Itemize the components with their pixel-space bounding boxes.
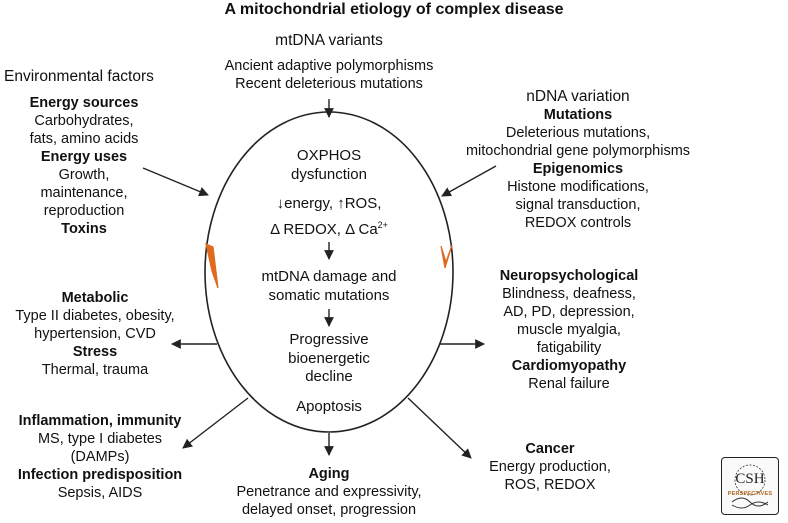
cancer-block: Cancer Energy production, ROS, REDOX	[475, 440, 625, 494]
apoptosis-label: Apoptosis	[296, 398, 362, 415]
cancer-label: Cancer	[525, 441, 575, 457]
infection-label: Infection predisposition	[17, 467, 183, 483]
decline-block: Progressive bioenergetic decline	[249, 331, 409, 387]
toxins-label: Toxins	[61, 221, 107, 237]
epigenomics-line: REDOX controls	[524, 215, 632, 231]
neuro-line: AD, PD, depression,	[503, 304, 635, 320]
mtdna-damage-line: somatic mutations	[268, 287, 390, 304]
environment-heading: Environmental factors	[4, 68, 154, 85]
redox-text: REDOX,	[279, 221, 346, 238]
inflammation-block: Inflammation, immunity MS, type I diabet…	[2, 412, 198, 502]
mtdna-line: Recent deleterious mutations	[235, 76, 423, 92]
cardio-line: Renal failure	[528, 376, 610, 392]
inflammation-line: (DAMPs)	[70, 449, 130, 465]
energy-uses-line: maintenance,	[40, 185, 128, 201]
cycle-arrow-left-icon	[205, 242, 219, 289]
dna-helix-icon	[731, 464, 769, 509]
logo-text: CSH	[735, 471, 765, 487]
csh-perspectives-logo: CSH PERSPECTIVES	[721, 457, 779, 515]
oxphos-line: dysfunction	[291, 166, 367, 183]
energy-uses-line: Growth,	[58, 167, 110, 183]
cancer-line: ROS, REDOX	[504, 477, 596, 493]
arrow-environment-in	[142, 167, 209, 197]
effects-line-1: ↓energy, ↑ROS,	[229, 195, 429, 213]
ndna-heading: nDNA variation	[526, 88, 630, 105]
delta-icon: Δ	[345, 221, 355, 238]
neuro-line: fatigability	[536, 340, 602, 356]
decline-line: Progressive	[289, 331, 369, 348]
effects-line-2: Δ REDOX, Δ Ca2+	[229, 216, 429, 239]
aging-line: delayed onset, progression	[241, 502, 417, 518]
mutations-line: mitochondrial gene polymorphisms	[465, 143, 691, 159]
cardio-label: Cardiomyopathy	[511, 358, 627, 374]
decline-line: bioenergetic	[288, 349, 370, 367]
energy-uses-label: Energy uses	[40, 149, 128, 165]
delta-icon: Δ	[270, 221, 280, 238]
down-arrow-icon: ↓	[276, 195, 285, 212]
metabolic-line: hypertension, CVD	[34, 326, 156, 342]
calcium-text: Ca	[354, 221, 378, 238]
stress-line: Thermal, trauma	[41, 362, 149, 378]
diagram-title: A mitochondrial etiology of complex dise…	[224, 1, 564, 18]
cycle-arrow-right-icon	[440, 244, 453, 269]
mtdna-damage-line: mtDNA damage and	[261, 268, 397, 285]
decline-line: decline	[305, 368, 353, 385]
neuro-line: Blindness, deafness,	[502, 286, 636, 302]
aging-label: Aging	[308, 466, 350, 482]
mtdna-line: Ancient adaptive polymorphisms	[224, 58, 434, 74]
energy-text: energy,	[284, 195, 338, 212]
arrow-to-cancer	[407, 397, 472, 459]
neuro-line: muscle myalgia,	[517, 322, 621, 338]
stress-label: Stress	[72, 344, 118, 360]
oxphos-block: OXPHOS dysfunction	[249, 146, 409, 184]
epigenomics-line: Histone modifications,	[507, 179, 649, 195]
cancer-line: Energy production,	[489, 459, 611, 475]
up-arrow-icon: ↑	[337, 195, 345, 212]
environment-block: Energy sources Carbohydrates, fats, amin…	[4, 94, 164, 238]
ndna-block: nDNA variation Mutations Deleterious mut…	[453, 88, 703, 232]
metabolic-line: Type II diabetes, obesity,	[15, 308, 175, 324]
infection-line: Sepsis, AIDS	[57, 485, 143, 501]
energy-sources-line: Carbohydrates,	[34, 113, 134, 129]
mtdna-damage-block: mtDNA damage and somatic mutations	[229, 267, 429, 305]
logo-subtext: PERSPECTIVES	[727, 491, 773, 497]
aging-line: Penetrance and expressivity,	[236, 484, 422, 500]
energy-sources-line: fats, amino acids	[29, 131, 139, 147]
mutations-line: Deleterious mutations,	[505, 125, 651, 141]
energy-uses-line: reproduction	[43, 203, 125, 219]
arrow-ndna-in	[441, 165, 497, 197]
mtdna-heading: mtDNA variants	[275, 32, 383, 49]
inflammation-line: MS, type I diabetes	[37, 431, 163, 447]
ros-text: ROS,	[344, 195, 382, 212]
epigenomics-label: Epigenomics	[532, 161, 624, 177]
metabolic-label: Metabolic	[61, 290, 129, 306]
mtdna-block: mtDNA variants Ancient adaptive polymorp…	[209, 32, 449, 93]
epigenomics-line: signal transduction,	[515, 197, 641, 213]
arrow-to-inflammation	[182, 397, 249, 449]
mutations-label: Mutations	[543, 107, 613, 123]
metabolic-block: Metabolic Type II diabetes, obesity, hyp…	[0, 289, 190, 379]
energy-sources-label: Energy sources	[29, 95, 139, 111]
oxphos-line: OXPHOS	[296, 147, 362, 164]
neuro-label: Neuropsychological	[499, 268, 639, 284]
aging-block: Aging Penetrance and expressivity, delay…	[209, 465, 449, 519]
neuro-block: Neuropsychological Blindness, deafness, …	[482, 267, 656, 393]
inflammation-label: Inflammation, immunity	[18, 413, 182, 429]
calcium-charge: 2+	[377, 220, 388, 230]
